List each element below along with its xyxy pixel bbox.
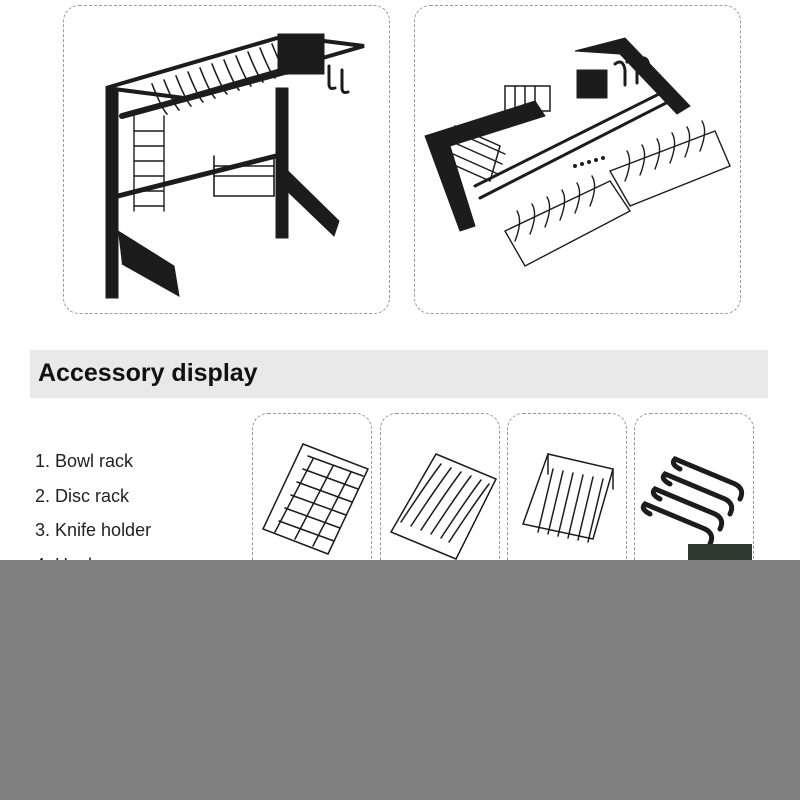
disc-rack-image: [380, 413, 500, 575]
gray-overlay: [0, 560, 800, 800]
knife-holder-image: [507, 413, 627, 575]
section-header: Accessory display: [30, 350, 768, 398]
assembled-rack-image: [63, 5, 390, 314]
bowl-rack-image: [252, 413, 372, 575]
list-item: 2. Disc rack: [35, 485, 130, 506]
list-item: 3. Knife holder: [35, 520, 152, 540]
parts-layout-image: [414, 5, 741, 314]
list-item: 1. Bowl rack: [35, 451, 134, 471]
section-title: Accessory display: [38, 359, 258, 387]
